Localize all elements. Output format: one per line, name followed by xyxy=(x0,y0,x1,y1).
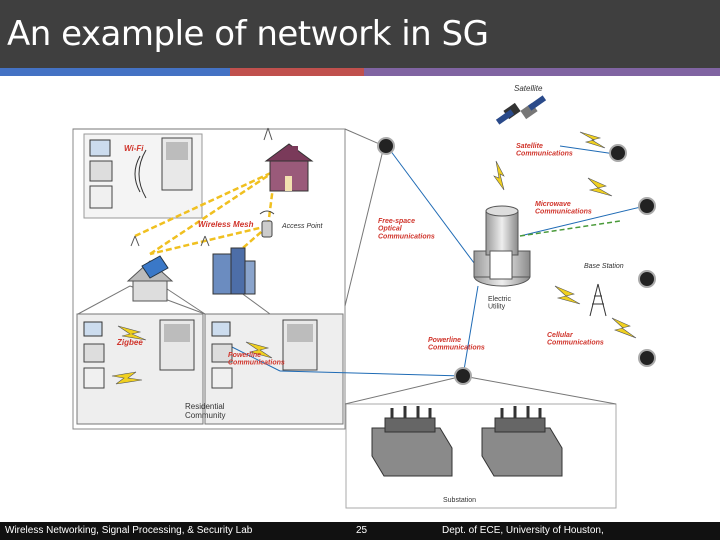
accent-stripe-blue xyxy=(0,68,230,76)
label-base-station: Base Station xyxy=(584,263,624,270)
label-substation: Substation xyxy=(443,497,476,504)
lightning-icon xyxy=(587,177,613,197)
house-icon xyxy=(264,143,314,192)
network-node xyxy=(377,137,395,155)
network-node xyxy=(638,270,656,288)
satellite-icon xyxy=(495,95,547,125)
office-building-icon xyxy=(212,247,256,295)
lightning-icon xyxy=(117,325,147,341)
network-node xyxy=(454,367,472,385)
network-node xyxy=(609,144,627,162)
zigbee-devices-icon xyxy=(83,319,195,389)
footer-lab: Wireless Networking, Signal Processing, … xyxy=(5,525,253,536)
lightning-icon xyxy=(111,371,143,385)
access-point-icon xyxy=(259,210,275,238)
lightning-icon xyxy=(493,160,505,191)
smart-meter-icon xyxy=(89,137,193,209)
lightning-icon xyxy=(554,285,581,305)
network-node xyxy=(638,349,656,367)
substation-frame xyxy=(345,403,617,509)
base-station-tower-icon xyxy=(589,283,607,317)
lightning-icon xyxy=(611,317,637,339)
substation-transformer-icon xyxy=(371,406,453,477)
label-access-point: Access Point xyxy=(281,223,324,230)
footer-page-number: 25 xyxy=(356,525,368,536)
powerline-devices-icon xyxy=(211,319,318,389)
label-wifi: Wi-Fi xyxy=(124,144,144,153)
label-wireless-mesh: Wireless Mesh xyxy=(198,220,254,229)
accent-stripe-purple xyxy=(364,68,720,76)
electric-utility-icon xyxy=(473,205,531,287)
lightning-icon xyxy=(579,131,606,149)
label-satellite: Satellite xyxy=(514,84,543,93)
slide-title: An example of network in SG xyxy=(7,14,489,54)
footer-bar: Wireless Networking, Signal Processing, … xyxy=(0,522,720,540)
substation-transformer-icon xyxy=(481,406,563,477)
label-zigbee: Zigbee xyxy=(116,338,143,347)
footer-dept: Dept. of ECE, University of Houston, xyxy=(442,525,604,536)
lightning-icon xyxy=(245,341,273,359)
accent-stripe-red xyxy=(230,68,364,76)
network-node xyxy=(638,197,656,215)
solar-house-icon xyxy=(126,255,174,302)
title-bar: An example of network in SG xyxy=(0,0,720,68)
powerline-home-box xyxy=(204,313,344,425)
